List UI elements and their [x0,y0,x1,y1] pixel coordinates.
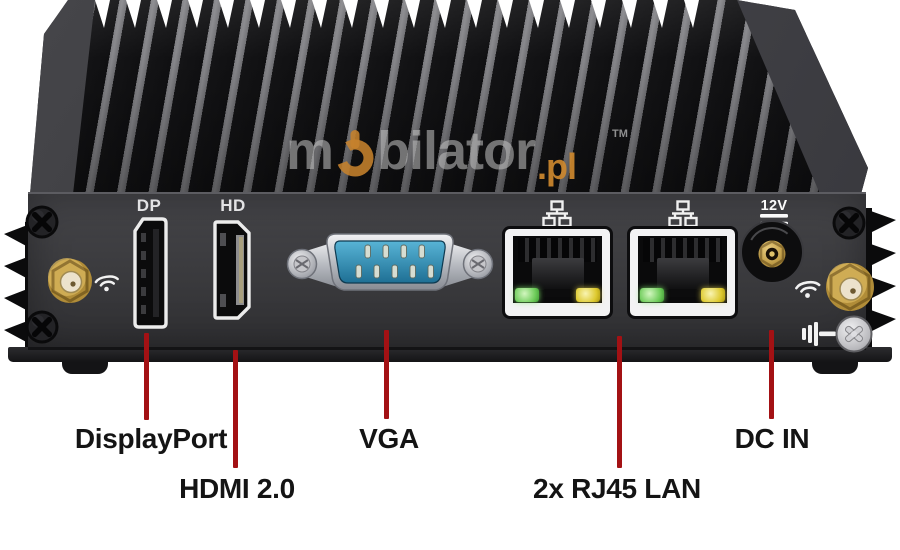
rj45-2-latch [656,258,709,290]
callout-line-hdmi [233,350,238,468]
ground-icon [802,322,836,346]
callout-line-dcin [769,330,774,419]
ethernet-icon-1 [542,200,572,228]
watermark: m bilator .pl [286,121,577,185]
hdmi-port [213,220,251,320]
rj45-2-led-green [640,288,664,302]
ethernet-icon-2 [668,200,698,228]
rj45-2-cavity [638,236,727,303]
dc-jack [740,220,804,284]
callout-label-displayport: DisplayPort [74,423,228,454]
sma-antenna-connector-right [826,263,874,311]
hdmi-port-label: HD [220,196,246,215]
callout-label-dcin: DC IN [734,423,810,454]
watermark-tm: TM [612,128,628,140]
watermark-power-icon [336,130,374,177]
callout-label-lan: 2x RJ45 LAN [533,473,701,504]
chassis-bottom-edge [8,347,892,362]
rj45-1-led-yellow [576,288,600,302]
wifi-icon-right [795,280,821,298]
rj45-1-cavity [513,236,602,303]
watermark-text-prefix: m [286,121,334,181]
callout-line-lan [617,336,622,468]
sma-antenna-connector-left [48,258,92,303]
callout-line-displayport [144,333,149,420]
watermark-text-rest: bilator [377,121,536,181]
screw-top-right-icon [832,206,866,240]
rj45-port-1 [505,229,610,316]
screw-bottom-left-icon [25,310,59,344]
rj45-1-latch [531,258,584,290]
rj45-1-led-green [515,288,539,302]
rj45-2-led-yellow [701,288,725,302]
wifi-icon-left [94,275,119,292]
dp-port-label: DP [136,196,162,215]
watermark-tld: .pl [537,146,577,187]
callout-label-vga: VGA [359,423,419,454]
rj45-port-2 [630,229,735,316]
displayport-port [133,217,168,329]
vga-port [286,233,494,291]
power-voltage-label: 12V [760,198,788,214]
callout-label-hdmi: HDMI 2.0 [179,473,295,504]
ground-terminal [802,315,873,353]
screw-top-left-icon [25,205,59,239]
side-fins-left [4,222,30,354]
callout-line-vga [384,330,389,419]
heatsink [25,0,897,194]
